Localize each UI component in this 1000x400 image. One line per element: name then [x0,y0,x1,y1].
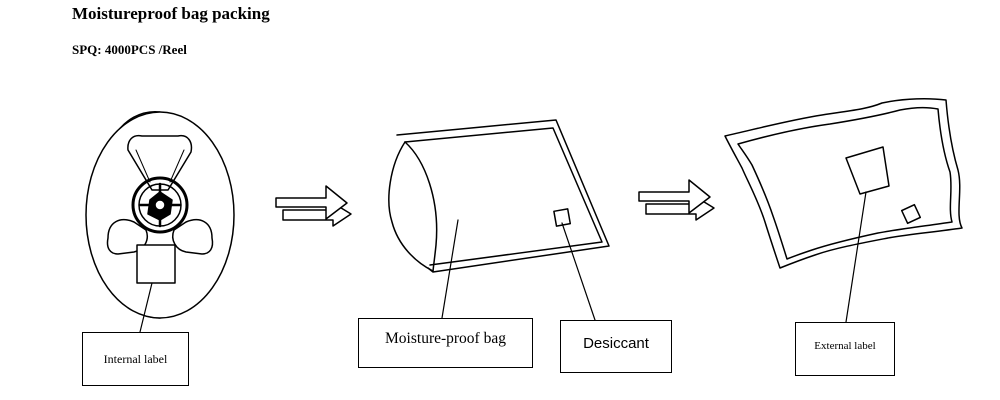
page-title: Moistureproof bag packing [72,4,270,23]
spq-subtitle: SPQ: 4000PCS /Reel [72,42,187,57]
internal-label-leader [139,282,153,333]
leader-lines [139,191,867,333]
moisture-proof-bag-callout: Moisture-proof bag [358,318,533,368]
bag-leader [441,219,459,319]
sealed-bag-icon [724,98,963,269]
arrow-right-icon [638,179,715,221]
bag-icon [388,119,610,273]
desiccant-leader [561,222,596,321]
reel-icon [85,111,235,319]
external-label-callout: External label [795,322,895,376]
arrow-right-icon [275,185,352,227]
internal-label-callout: Internal label [82,332,189,386]
external-label-leader [845,191,867,323]
desiccant-callout: Desiccant [560,320,672,373]
